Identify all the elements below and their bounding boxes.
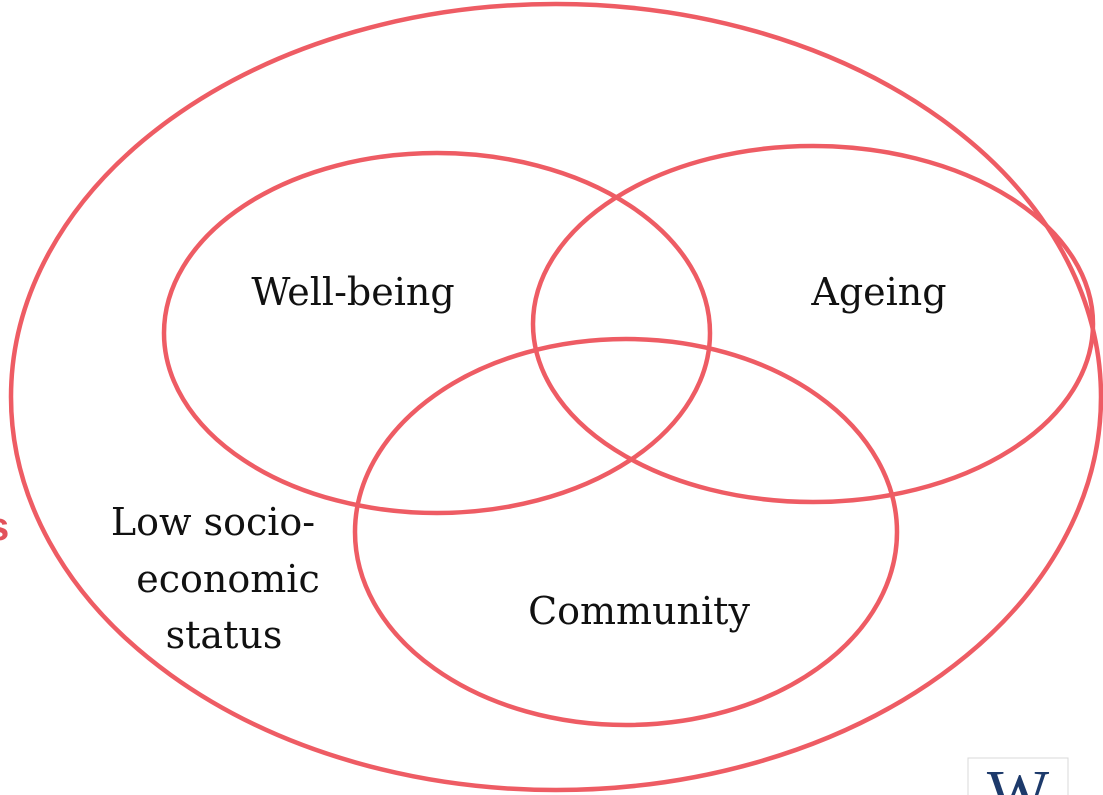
well-being-set-ellipse: [161, 150, 713, 516]
community-set-ellipse: [352, 336, 900, 728]
logo-box: [967, 757, 1069, 795]
outer-set-ellipse: [8, 1, 1103, 793]
outer-set-label-line-2: economic: [136, 557, 319, 601]
outer-set-label-line-1: Low socio-: [111, 500, 315, 544]
ageing-label: Ageing: [810, 270, 946, 314]
community-label: Community: [528, 589, 750, 633]
ageing-set-ellipse: [530, 143, 1096, 505]
outer-set-label-line-3: status: [166, 613, 283, 657]
logo-letter: W: [987, 757, 1050, 795]
well-being-label: Well-being: [251, 270, 454, 314]
edge-text-fragment: s: [0, 505, 9, 549]
logo: W: [967, 757, 1069, 795]
